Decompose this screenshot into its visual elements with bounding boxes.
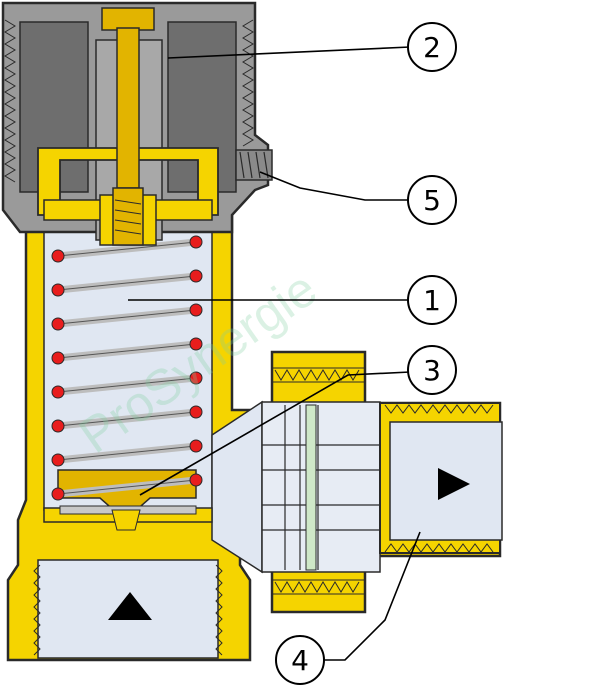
leader-line-3 — [139, 371, 411, 496]
spring-coil-right-dot — [189, 439, 203, 453]
callouts: 2 5 1 3 4 — [275, 22, 457, 685]
spring-coil-edge — [57, 275, 197, 291]
leader-line-5 — [259, 171, 410, 201]
spring-coil-left-dot — [51, 385, 65, 399]
callout-5-label: 5 — [423, 184, 441, 217]
spring-coil-left-dot — [51, 317, 65, 331]
spring-coil-left-dot — [51, 453, 65, 467]
spring-coil-right-dot — [189, 303, 203, 317]
spring-coil-edge — [57, 445, 197, 461]
spring-coil-edge — [57, 377, 197, 393]
spring-coil-edge — [57, 411, 197, 427]
spring-coil-right-dot — [189, 405, 203, 419]
spring-coil-edge — [57, 343, 197, 359]
outlet-fitting-ribs — [262, 405, 385, 570]
spring-coil-edge — [57, 479, 197, 495]
callout-2: 2 — [407, 22, 457, 72]
flow-outlet-arrow — [438, 468, 470, 500]
spring-coil-right-dot — [189, 269, 203, 283]
spring — [51, 235, 203, 501]
spring-coil-left-dot — [51, 249, 65, 263]
valve-disc — [43, 469, 213, 531]
callout-1-label: 1 — [423, 284, 441, 317]
callout-3: 3 — [407, 345, 457, 395]
outlet-sleeve-green — [305, 404, 317, 571]
spring-coil-left-dot — [51, 351, 65, 365]
spring-coil-right-dot — [189, 473, 203, 487]
callout-1: 1 — [407, 275, 457, 325]
spring-coil-right-dot — [189, 235, 203, 249]
callout-4-label: 4 — [291, 644, 309, 677]
spring-coil-right-dot — [189, 371, 203, 385]
callout-5: 5 — [407, 175, 457, 225]
spring-chamber — [43, 219, 213, 511]
spring-coil-left-dot — [51, 419, 65, 433]
outlet-thread — [379, 402, 503, 554]
callout-2-label: 2 — [423, 31, 441, 64]
spring-coil-right-dot — [189, 337, 203, 351]
callout-4: 4 — [275, 635, 325, 685]
adjusting-screw — [101, 7, 155, 246]
callout-3-label: 3 — [423, 354, 441, 387]
outlet-nut — [271, 367, 366, 595]
spring-coil-edge — [57, 241, 197, 257]
leader-line-2 — [167, 46, 411, 59]
spring-coil-left-dot — [51, 487, 65, 501]
spring-coil-edge — [57, 309, 197, 325]
flow-inlet-arrow — [108, 592, 152, 620]
spring-coil-left-dot — [51, 283, 65, 297]
outlet-fitting-bore — [261, 401, 381, 573]
